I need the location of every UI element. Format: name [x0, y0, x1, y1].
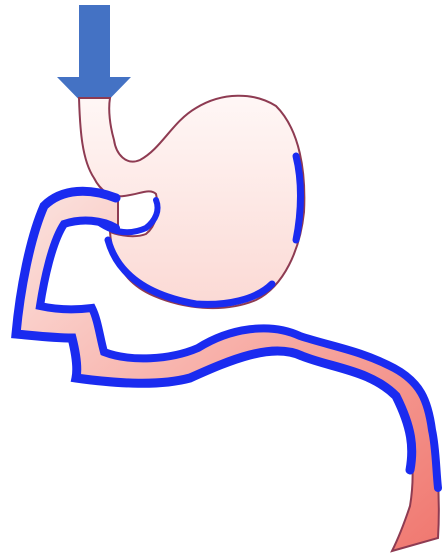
digestive-tract-diagram [0, 0, 447, 559]
diagram-svg [0, 0, 447, 559]
